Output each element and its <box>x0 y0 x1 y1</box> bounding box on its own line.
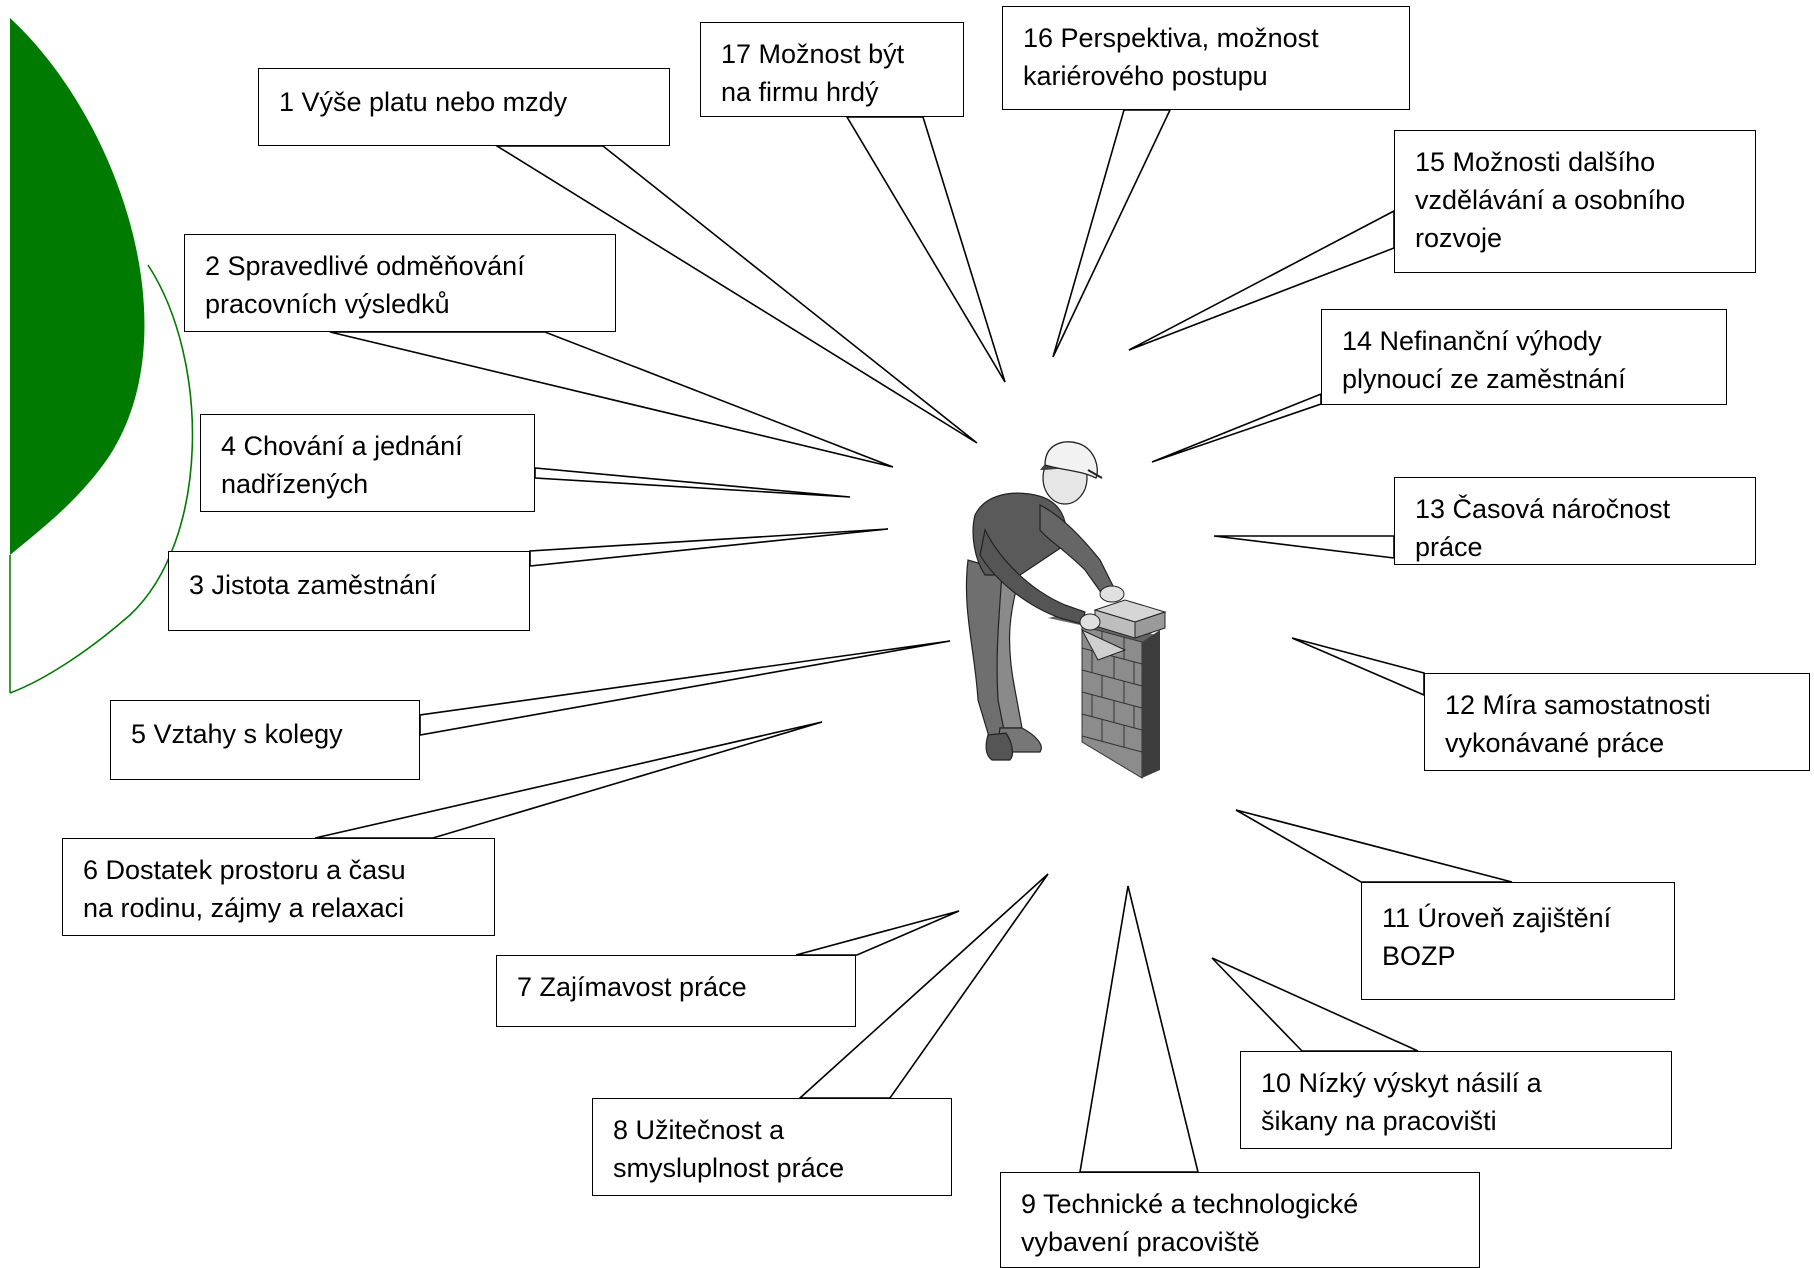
pointer-l11 <box>1235 809 1513 883</box>
bricklayer-worker-illustration <box>965 441 1167 779</box>
callout-5: 5 Vztahy s kolegy <box>110 700 420 780</box>
callout-9: 9 Technické a technologické vybavení pra… <box>1000 1172 1480 1268</box>
green-arc-outline <box>9 264 194 694</box>
callout-1: 1 Výše platu nebo mzdy <box>258 68 670 146</box>
callout-2: 2 Spravedlivé odměňování pracovních výsl… <box>184 234 616 332</box>
callout-3: 3 Jistota zaměstnání <box>168 551 530 631</box>
callout-10: 10 Nízký výskyt násilí a šikany na praco… <box>1240 1051 1672 1149</box>
callout-11: 11 Úroveň zajištění BOZP <box>1361 882 1675 1000</box>
pointer-l7 <box>795 910 960 956</box>
callout-7: 7 Zajímavost práce <box>496 955 856 1027</box>
green-arc-shape <box>10 18 145 555</box>
pointer-l14 <box>1151 392 1322 463</box>
pointer-l5 <box>419 640 951 736</box>
pointer-l17 <box>845 116 1006 383</box>
callout-4: 4 Chování a jednání nadřízených <box>200 414 535 512</box>
callout-13: 13 Časová náročnost práce <box>1394 477 1756 565</box>
pointer-l4 <box>534 467 851 498</box>
callout-8: 8 Užitečnost a smysluplnost práce <box>592 1098 952 1196</box>
callout-16: 16 Perspektiva, možnost kariérového post… <box>1002 6 1410 110</box>
pointer-l3 <box>529 528 889 567</box>
pointer-l16 <box>1052 109 1172 358</box>
pointer-l1 <box>494 145 978 444</box>
callout-14: 14 Nefinanční výhody plynoucí ze zaměstn… <box>1321 309 1727 405</box>
callout-12: 12 Míra samostatnosti vykonávané práce <box>1424 673 1810 771</box>
pointer-l2 <box>329 331 894 468</box>
pointer-l13 <box>1213 535 1395 559</box>
callout-6: 6 Dostatek prostoru a času na rodinu, zá… <box>62 838 495 936</box>
pointer-l12 <box>1291 637 1425 697</box>
callout-17: 17 Možnost být na firmu hrdý <box>700 22 964 117</box>
pointer-l9 <box>1079 885 1200 1173</box>
callout-15: 15 Možnosti dalšího vzdělávání a osobníh… <box>1394 130 1756 273</box>
